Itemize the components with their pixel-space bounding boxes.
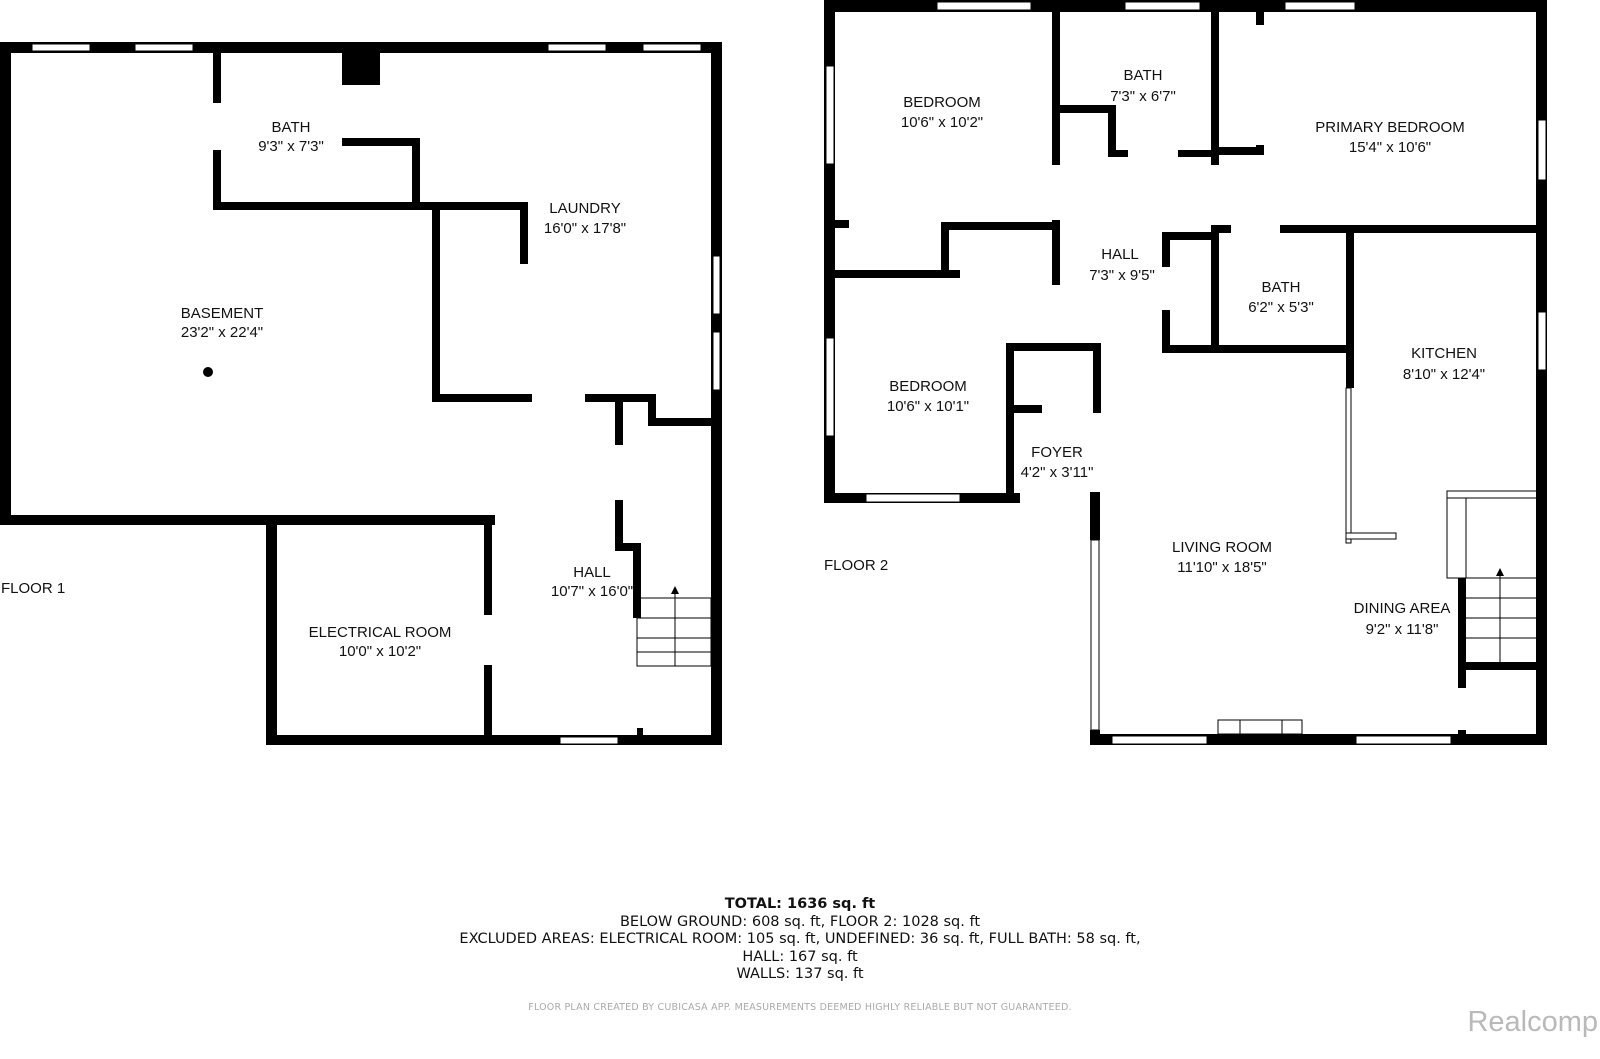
room-name: BEDROOM <box>903 94 981 111</box>
room-dims: 4'2" x 3'11" <box>1021 464 1094 481</box>
room-dims: 9'3" x 7'3" <box>258 138 324 155</box>
room-name: FOYER <box>1031 444 1083 461</box>
summary-line: HALL: 167 sq. ft <box>742 948 858 965</box>
room-dims: 15'4" x 10'6" <box>1349 139 1431 156</box>
floor-1-label: FLOOR 1 <box>1 580 66 597</box>
room-dims: 10'7" x 16'0" <box>551 583 633 600</box>
area-summary: TOTAL: 1636 sq. ft BELOW GROUND: 608 sq.… <box>0 896 1600 984</box>
summary-line: BELOW GROUND: 608 sq. ft, FLOOR 2: 1028 … <box>619 913 981 930</box>
room-name: LIVING ROOM <box>1172 539 1272 556</box>
floor-2-plan <box>824 0 1547 745</box>
room-name: HALL <box>573 564 611 581</box>
room-dims: 8'10" x 12'4" <box>1403 366 1485 383</box>
room-dims: 9'2" x 11'8" <box>1366 621 1439 638</box>
room-name: BATH <box>272 119 311 136</box>
room-dims: 10'6" x 10'2" <box>901 114 983 131</box>
summary-line: EXCLUDED AREAS: ELECTRICAL ROOM: 105 sq.… <box>459 931 1141 947</box>
room-labels: BATH 9'3" x 7'3" LAUNDRY 16'0" x 17'8" B… <box>181 67 1485 660</box>
floor-2-label: FLOOR 2 <box>824 557 889 574</box>
floor-1-plan <box>0 42 722 745</box>
room-name: KITCHEN <box>1411 345 1477 362</box>
room-name: BATH <box>1124 67 1163 84</box>
room-dims: 11'10" x 18'5" <box>1177 559 1267 576</box>
room-dims: 10'6" x 10'1" <box>887 398 969 415</box>
room-name: BEDROOM <box>889 378 967 395</box>
disclaimer-text: FLOOR PLAN CREATED BY CUBICASA APP. MEAS… <box>528 1002 1072 1013</box>
room-dims: 16'0" x 17'8" <box>544 220 626 237</box>
room-name: ELECTRICAL ROOM <box>309 624 452 641</box>
room-name: LAUNDRY <box>549 200 620 217</box>
room-name: HALL <box>1101 246 1139 263</box>
room-name: DINING AREA <box>1354 600 1451 617</box>
brand-watermark: Realcomp <box>1467 1006 1598 1038</box>
room-name: PRIMARY BEDROOM <box>1315 119 1464 136</box>
room-dims: 7'3" x 9'5" <box>1089 267 1155 284</box>
room-dims: 7'3" x 6'7" <box>1110 88 1176 105</box>
room-dims: 10'0" x 10'2" <box>339 643 421 660</box>
total-area: TOTAL: 1636 sq. ft <box>724 896 876 912</box>
room-dims: 23'2" x 22'4" <box>181 324 263 341</box>
room-name: BASEMENT <box>181 305 264 322</box>
room-dims: 6'2" x 5'3" <box>1248 299 1314 316</box>
room-name: BATH <box>1262 279 1301 296</box>
summary-line: WALLS: 137 sq. ft <box>736 966 864 982</box>
